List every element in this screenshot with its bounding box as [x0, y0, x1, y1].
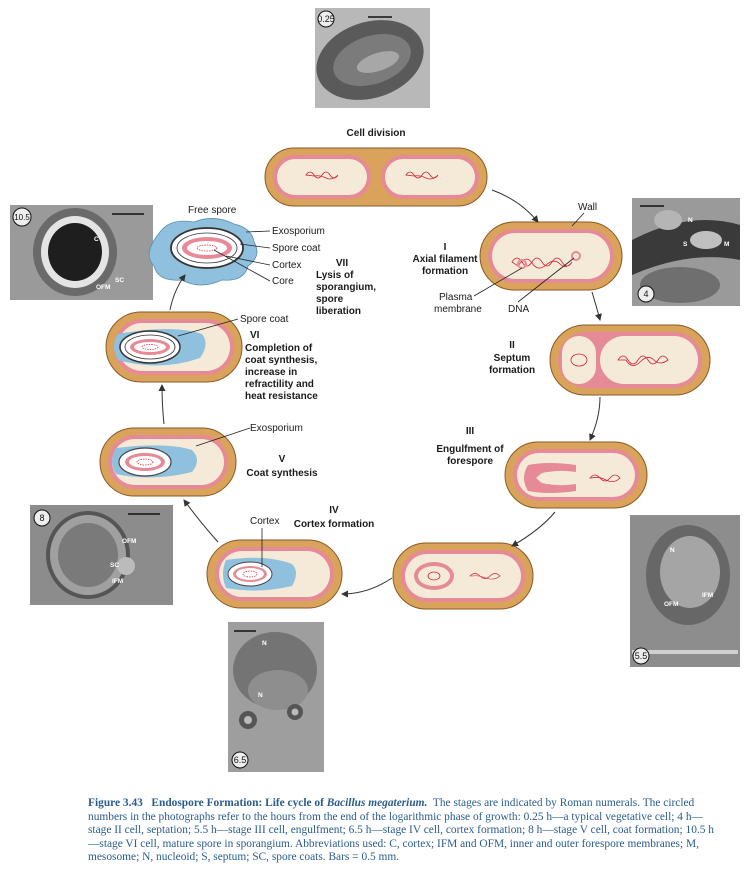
stage-7-desc-1: Lysis of [316, 270, 354, 281]
micrograph-4h: N S M 4 [632, 198, 740, 306]
stage-4-desc: Cortex formation [294, 519, 375, 530]
micrograph-label-n: N [258, 692, 263, 699]
micrograph-label-m: M [724, 241, 729, 248]
stage-6-drawing [105, 311, 243, 383]
cell-division-drawing [264, 147, 488, 207]
stage-1-membrane-label: membrane [434, 304, 482, 315]
free-spore-sporecoat-label: Spore coat [272, 243, 321, 254]
stage-2-drawing [549, 324, 711, 396]
free-spore-label: Free spore [188, 205, 237, 216]
cell-division-label: Cell division [347, 128, 406, 139]
arrow-1-to-2 [591, 291, 602, 321]
arrow-4-to-5 [183, 499, 219, 543]
caption-title: Endospore Formation: Life cycle of [151, 797, 327, 809]
micrograph-label-n: N [688, 217, 693, 224]
stage-1-dna-label: DNA [508, 304, 529, 315]
free-spore-core-label: Core [272, 276, 294, 287]
stage-4-numeral: IV [329, 505, 339, 516]
micrograph-label-sc: SC [115, 277, 124, 284]
arrow-division-to-1 [491, 189, 539, 223]
micrograph-8h: OFM SC IFM 8 [30, 505, 173, 605]
stage-5-drawing [99, 427, 237, 497]
stage-5-numeral: V [279, 454, 286, 465]
stage-7-desc-3: spore [316, 294, 344, 305]
micrograph-time-label: 10.5 [14, 213, 30, 222]
stage-1-desc-1: Axial filament [412, 254, 478, 265]
stage-3-numeral: III [466, 426, 475, 437]
cycle-arrows [158, 189, 602, 598]
micrograph-label-c: C [94, 236, 99, 243]
stage-6-desc-5: heat resistance [245, 391, 318, 402]
stage-1-wall-label: Wall [578, 202, 597, 213]
free-spore-exosporium-label: Exosporium [272, 226, 325, 237]
micrograph-6-5h: N N 6.5 [228, 622, 324, 772]
caption-species: Bacillus megaterium. [326, 797, 428, 809]
stage-7-desc-2: sporangium, [316, 282, 376, 293]
stage-6-numeral: VI [250, 330, 260, 341]
stage-3-desc-2: forespore [447, 456, 494, 467]
stage-6-desc-1: Completion of [245, 343, 313, 354]
arrow-3b-to-4 [341, 577, 393, 598]
stage-6-sporecoat-label: Spore coat [240, 314, 289, 325]
micrograph-time-label: 8 [39, 513, 44, 523]
caption-figure-number: Figure 3.43 [88, 797, 143, 809]
stage-7-desc-4: liberation [316, 306, 361, 317]
stage-5-exosporium-label: Exosporium [250, 423, 303, 434]
arrow-2-to-3 [589, 396, 601, 441]
free-spore-cortex-label: Cortex [272, 260, 301, 271]
arrow-5-to-6 [158, 384, 166, 425]
stage-1-numeral: I [444, 242, 447, 253]
free-spore-drawing [148, 218, 258, 286]
stage-2-numeral: II [509, 340, 515, 351]
stage-2-desc-2: formation [489, 365, 535, 376]
stage-6-desc-2: coat synthesis, [245, 355, 317, 366]
stage-1-plasma-label: Plasma [439, 292, 473, 303]
micrograph-0-25h: 0.25 [315, 8, 430, 108]
micrograph-label-ifm: IFM [702, 592, 713, 599]
stage-3-drawing [504, 441, 648, 509]
arrow-6-to-7 [169, 274, 186, 311]
micrograph-10-5h: C SC OFM 10.5 [10, 205, 153, 300]
stage-4-drawing [206, 539, 343, 609]
figure-caption: Figure 3.43 Endospore Formation: Life cy… [88, 797, 718, 865]
stage-7-numeral: VII [336, 258, 348, 269]
stage-3-desc-1: Engulfment of [436, 444, 504, 455]
arrow-3-to-3b [511, 511, 556, 547]
micrograph-label-n: N [262, 640, 267, 647]
stage-3b-drawing [392, 542, 534, 610]
micrograph-label-ofm: OFM [122, 538, 136, 545]
micrograph-time-label: 0.25 [317, 14, 335, 24]
micrograph-label-ifm: IFM [112, 578, 123, 585]
stage-2-desc-1: Septum [494, 353, 531, 364]
micrograph-label-ofm: OFM [96, 284, 110, 291]
micrograph-5-5h: N IFM OFM 5.5 [630, 515, 740, 667]
micrograph-label-sc: SC [110, 562, 119, 569]
micrograph-time-label: 4 [643, 289, 648, 299]
stage-1-desc-2: formation [422, 266, 468, 277]
micrograph-time-label: 5.5 [635, 651, 648, 661]
stage-4-cortex-label: Cortex [250, 516, 279, 527]
stage-6-desc-3: increase in [245, 367, 297, 378]
micrograph-label-n: N [670, 547, 675, 554]
micrograph-label-ofm: OFM [664, 601, 678, 608]
caption-text: The stages are indicated by Roman numera… [88, 797, 714, 864]
micrograph-time-label: 6.5 [234, 755, 247, 765]
micrograph-label-s: S [683, 241, 688, 248]
stage-6-desc-4: refractility and [245, 379, 314, 390]
stage-5-desc: Coat synthesis [246, 468, 318, 479]
